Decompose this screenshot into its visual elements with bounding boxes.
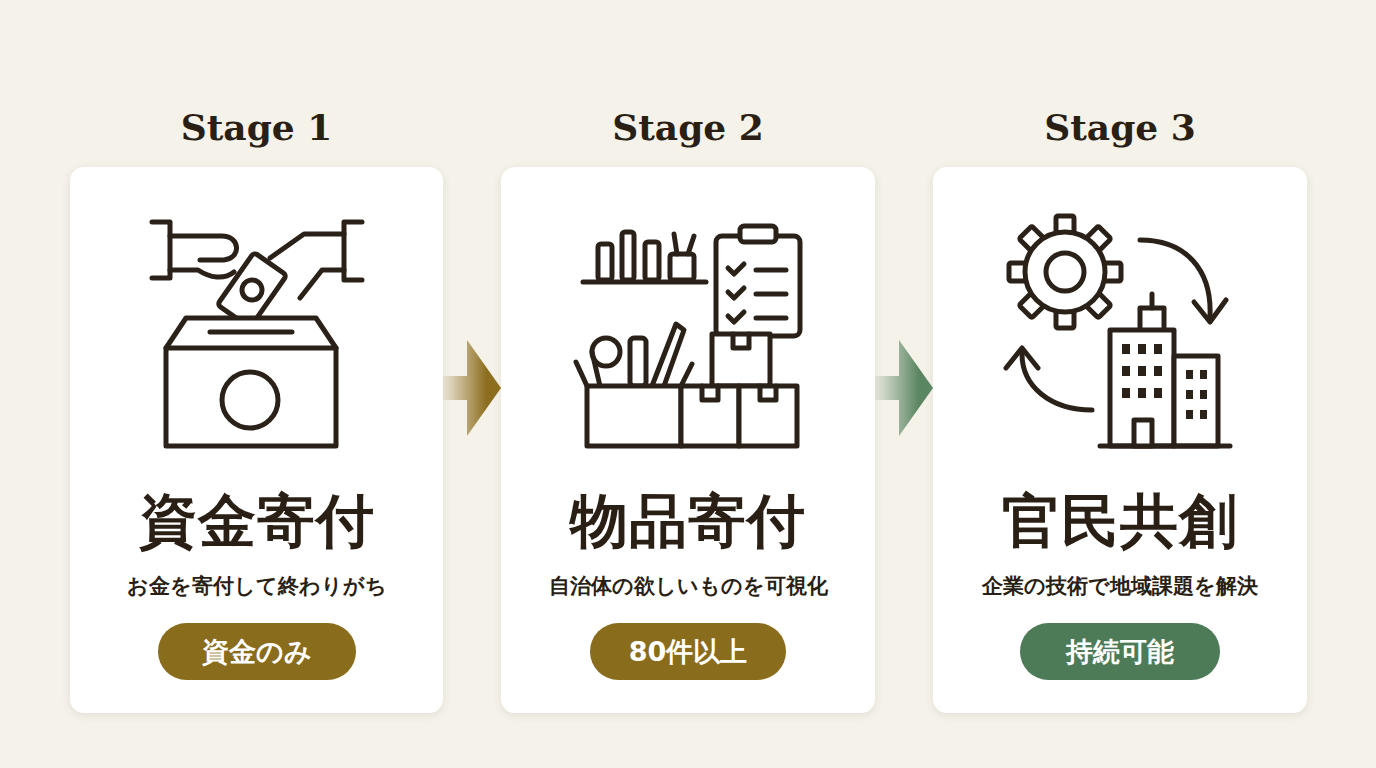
open-box xyxy=(587,386,681,446)
window xyxy=(1122,344,1130,354)
window xyxy=(1200,390,1207,399)
banknote xyxy=(217,252,286,327)
cardboard-box xyxy=(739,386,797,446)
gear-tooth xyxy=(1019,226,1049,256)
clipboard xyxy=(716,236,800,336)
co-creation-icon xyxy=(1006,216,1230,446)
window xyxy=(1138,344,1146,354)
gear xyxy=(1009,216,1121,328)
cycle-arrow xyxy=(1140,240,1210,316)
goods-icon xyxy=(576,226,800,446)
paper-roll xyxy=(592,352,600,386)
card-title: 物品寄付 xyxy=(501,483,875,559)
pill-label: 持続可能 xyxy=(1020,634,1220,670)
box-tape xyxy=(702,386,776,400)
cycle-arrow xyxy=(1022,354,1092,410)
gear-body xyxy=(1025,232,1105,312)
hand-outline xyxy=(270,234,344,298)
card-subtitle: 自治体の欲しいものを可視化 xyxy=(501,571,875,601)
sleeve-cuff xyxy=(152,222,170,278)
window xyxy=(1138,388,1146,398)
gear-tooth xyxy=(1056,304,1074,328)
box-body xyxy=(166,318,336,446)
status-pill: 80件以上 xyxy=(590,623,786,680)
window xyxy=(1154,344,1162,354)
bread xyxy=(652,324,684,386)
clipboard-clip xyxy=(740,226,776,242)
shelf-line xyxy=(583,280,706,285)
flow-arrow xyxy=(443,340,501,436)
stage-card: Stage 1資金寄付お金を寄付して終わりがち資金のみ xyxy=(70,167,443,713)
window xyxy=(1200,410,1207,419)
door xyxy=(1134,420,1152,446)
box-flap xyxy=(576,362,692,386)
box-tape xyxy=(733,334,749,348)
gear-tooth xyxy=(1081,226,1111,256)
gear-tooth xyxy=(1097,263,1121,281)
window-grid xyxy=(1122,344,1207,419)
building-tower xyxy=(1140,308,1164,332)
building xyxy=(1110,330,1174,446)
cup xyxy=(670,254,694,280)
window xyxy=(1186,410,1193,419)
antenna xyxy=(1150,294,1155,308)
pill-label: 80件以上 xyxy=(590,634,786,670)
window xyxy=(1200,370,1207,379)
window xyxy=(1154,388,1162,398)
bottle xyxy=(630,338,646,386)
pill-label: 資金のみ xyxy=(158,634,356,670)
box-slot xyxy=(166,332,336,348)
list-line xyxy=(756,270,786,318)
cardboard-box xyxy=(681,386,739,446)
window xyxy=(1154,366,1162,376)
check-mark xyxy=(728,264,744,322)
card-title: 官民共創 xyxy=(933,483,1307,559)
window xyxy=(1122,366,1130,376)
paper-roll xyxy=(592,338,620,366)
building xyxy=(1174,356,1218,446)
card-title: 資金寄付 xyxy=(70,483,443,559)
box-emblem xyxy=(222,372,278,428)
window xyxy=(1186,390,1193,399)
gear-tooth xyxy=(1009,263,1033,281)
ground-line xyxy=(1100,444,1230,449)
card-subtitle: お金を寄付して終わりがち xyxy=(70,571,443,601)
stage-label: Stage 1 xyxy=(70,105,443,149)
cycle-arrow-head xyxy=(1006,348,1038,368)
window xyxy=(1138,366,1146,376)
status-pill: 持続可能 xyxy=(1020,623,1220,680)
gear-hub xyxy=(1046,253,1084,291)
brush xyxy=(674,234,694,254)
gear-tooth xyxy=(1019,288,1049,318)
stage-label: Stage 2 xyxy=(501,105,875,149)
bottle xyxy=(645,242,659,280)
banknote-mark xyxy=(238,276,266,304)
window xyxy=(1186,370,1193,379)
sleeve-cuff xyxy=(344,222,362,280)
flow-arrow xyxy=(875,340,933,436)
bottle xyxy=(622,232,634,280)
hand-outline xyxy=(170,236,237,277)
stage-label: Stage 3 xyxy=(933,105,1307,149)
stage-card: Stage 3官民共創企業の技術で地域課題を解決持続可能 xyxy=(933,167,1307,713)
window xyxy=(1122,388,1130,398)
donation-icon xyxy=(152,222,362,446)
stage-card: Stage 2物品寄付自治体の欲しいものを可視化80件以上 xyxy=(501,167,875,713)
gear-tooth xyxy=(1056,216,1074,240)
card-subtitle: 企業の技術で地域課題を解決 xyxy=(933,571,1307,601)
status-pill: 資金のみ xyxy=(158,623,356,680)
gear-tooth xyxy=(1081,288,1111,318)
banknote-body xyxy=(217,252,286,327)
cardboard-box xyxy=(712,334,770,386)
cycle-arrow-head xyxy=(1194,300,1226,322)
bottle xyxy=(598,244,612,280)
